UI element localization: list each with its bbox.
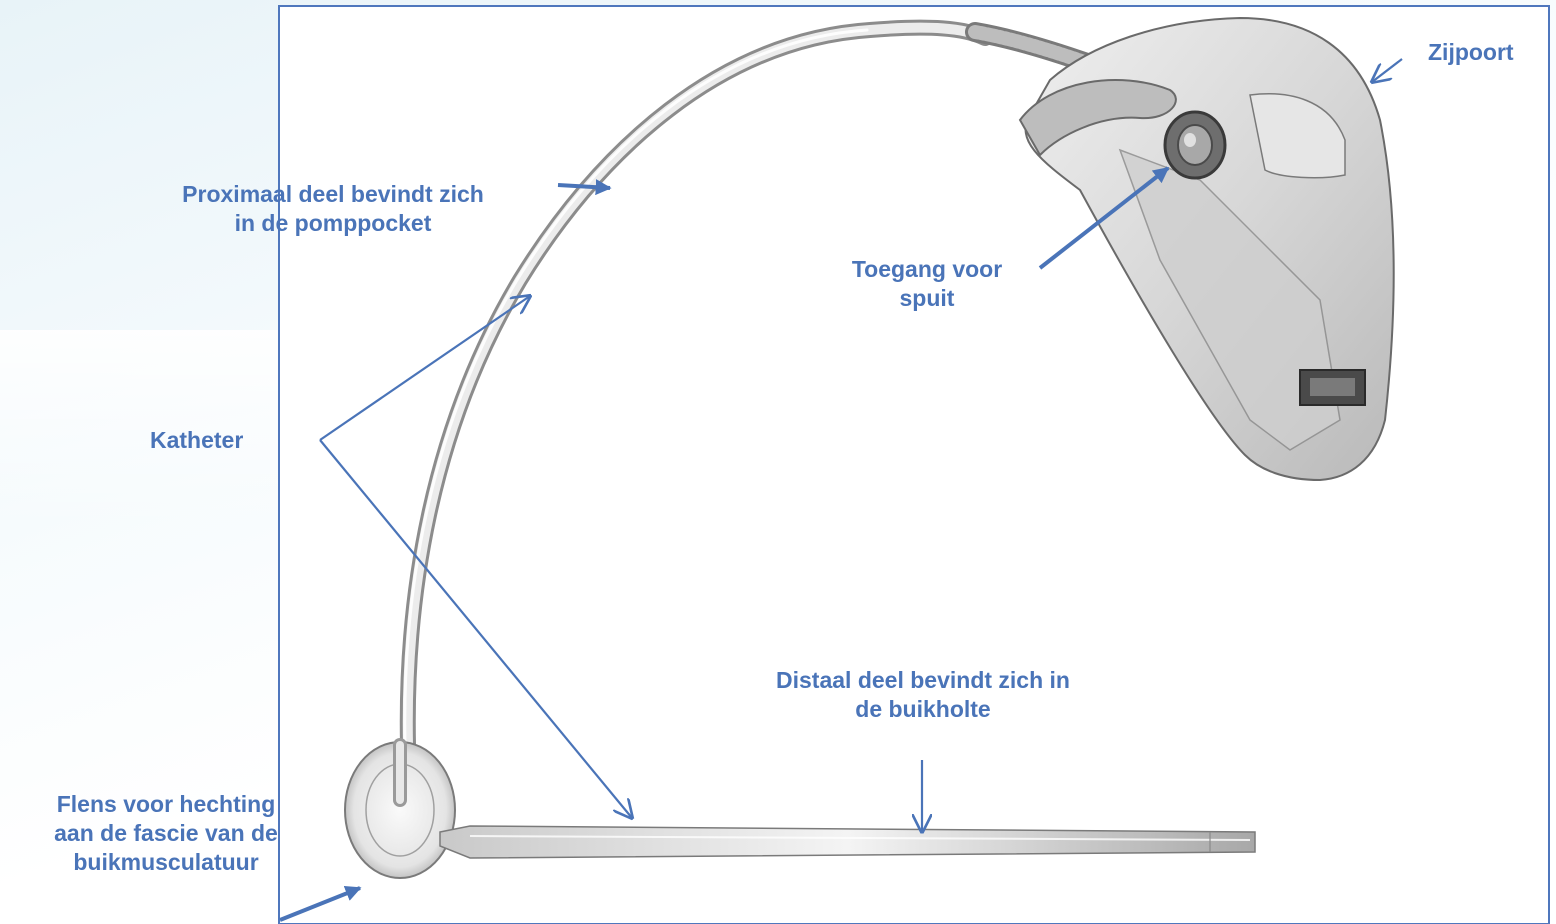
distaal-line-1: Distaal deel bevindt zich in (706, 666, 1140, 695)
label-proximaal: Proximaal deel bevindt zich in de pomppo… (118, 180, 548, 238)
label-zijpoort: Zijpoort (1428, 38, 1514, 67)
flens-line-1: Flens voor hechting (0, 790, 332, 819)
label-flens: Flens voor hechting aan de fascie van de… (0, 790, 332, 877)
label-toegang-voor-spuit: Toegang voor spuit (812, 255, 1042, 313)
toegang-line-1: Toegang voor (812, 255, 1042, 284)
katheter-text: Katheter (150, 427, 243, 453)
syringe-access-port (1165, 112, 1225, 178)
label-katheter: Katheter (150, 426, 243, 455)
toegang-line-2: spuit (812, 284, 1042, 313)
proximaal-line-2: in de pomppocket (118, 209, 548, 238)
distaal-line-2: de buikholte (706, 695, 1140, 724)
flens-line-3: buikmusculatuur (0, 848, 332, 877)
proximaal-line-1: Proximaal deel bevindt zich (118, 180, 548, 209)
zijpoort-text: Zijpoort (1428, 39, 1514, 65)
label-distaal: Distaal deel bevindt zich in de buikholt… (706, 666, 1140, 724)
flens-line-2: aan de fascie van de (0, 819, 332, 848)
